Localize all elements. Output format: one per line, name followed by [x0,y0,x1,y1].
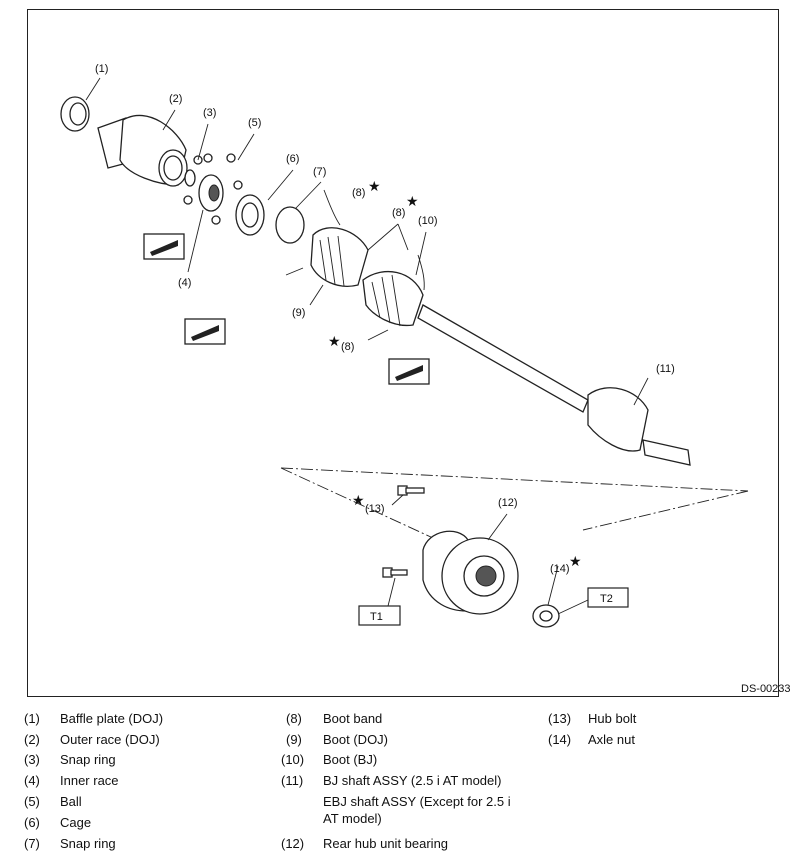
legend-num-6: (6) [24,815,40,830]
legend-num-5: (5) [24,794,40,809]
axle-nut-part [532,604,560,628]
balls-part [183,153,243,225]
legend-text-5: Ball [60,794,82,809]
legend-num-11: (11) [281,773,304,788]
legend-num-2: (2) [24,732,40,747]
legend-text-6: Cage [60,815,92,830]
boot-band-right [417,254,425,291]
callout-14: (14) [550,563,570,575]
star-8-top: ★ [368,179,381,195]
diagram-frame: (1) (2) (3) (5) (6) (7) (4) (8) ★ (8) ★ … [27,9,779,697]
hub-unit-bearing-part [422,530,519,615]
inner-race-part [198,174,224,212]
callout-9: (9) [292,307,305,319]
callout-8-bottom: (8) [341,341,354,353]
legend-num-4: (4) [24,773,40,788]
hub-bolt-part [397,485,425,496]
boot-band-top [323,189,341,226]
boot-doj-part [310,227,369,287]
legend-num-1: (1) [24,711,40,726]
guide-line-right [582,490,749,531]
legend-text-13: Hub bolt [588,711,637,726]
legend-text-9: Boot (DOJ) [323,732,389,747]
cage-part [235,194,265,236]
callout-10: (10) [418,215,438,227]
hub-bolt-lower-part [382,567,408,578]
boot-band-left [285,267,304,276]
legend-text-4: Inner race [60,773,119,788]
figure-code: DS-00233 [741,683,791,695]
legend-text-11b: EBJ shaft ASSY (Except for 2.5 i [323,794,511,809]
legend-text-7: Snap ring [60,836,116,851]
legend-text-10: Boot (BJ) [323,752,378,767]
torque-label-t1: T1 [370,611,383,623]
grease-symbol-box-1 [143,233,185,260]
callout-13: (13) [365,503,385,515]
star-13: ★ [352,493,365,509]
star-8-mid: ★ [406,194,419,210]
callout-11: (11) [656,363,675,375]
callout-5: (5) [248,117,261,129]
snap-ring-3-part [184,169,196,187]
callout-4: (4) [178,277,191,289]
guide-line-left [280,467,434,539]
legend-text-11c: AT model) [323,811,382,826]
legend-text-8: Boot band [323,711,383,726]
callout-7: (7) [313,166,326,178]
grease-symbol-box-2 [184,318,226,345]
legend-text-14: Axle nut [588,732,635,747]
legend-num-3: (3) [24,752,40,767]
star-8-bottom: ★ [328,334,341,350]
callout-8-mid: (8) [392,207,405,219]
legend-text-1: Baffle plate (DOJ) [60,711,164,726]
shaft-assy-part [417,304,691,466]
baffle-plate-part [60,96,90,132]
legend-num-14: (14) [548,732,572,747]
legend-num-9: (9) [286,732,302,747]
callout-1: (1) [95,63,108,75]
legend-num-12: (12) [281,836,305,851]
torque-label-t2: T2 [600,593,613,605]
callout-12: (12) [498,497,518,509]
legend-text-2: Outer race (DOJ) [60,732,160,747]
guide-line-top [280,467,749,492]
legend-text-12: Rear hub unit bearing [323,836,449,851]
exploded-view-diagram: (1) (2) (3) (5) (6) (7) (4) (8) ★ (8) ★ … [60,63,749,628]
boot-bj-part [362,270,424,327]
callout-2: (2) [169,93,182,105]
snap-ring-7-part [275,206,305,244]
legend-num-13: (13) [548,711,572,726]
legend-num-8: (8) [286,711,302,726]
outer-race-part [97,114,188,187]
legend-text-3: Snap ring [60,752,116,767]
callout-6: (6) [286,153,299,165]
legend-text-11: BJ shaft ASSY (2.5 i AT model) [323,773,502,788]
callout-8-top: (8) [352,187,365,199]
legend-num-10: (10) [281,752,305,767]
legend-num-7: (7) [24,836,40,851]
star-14: ★ [569,554,582,570]
callout-3: (3) [203,107,216,119]
grease-symbol-box-3 [388,358,430,385]
torque-box-t2: T2 [587,587,629,608]
torque-box-t1: T1 [358,605,401,626]
